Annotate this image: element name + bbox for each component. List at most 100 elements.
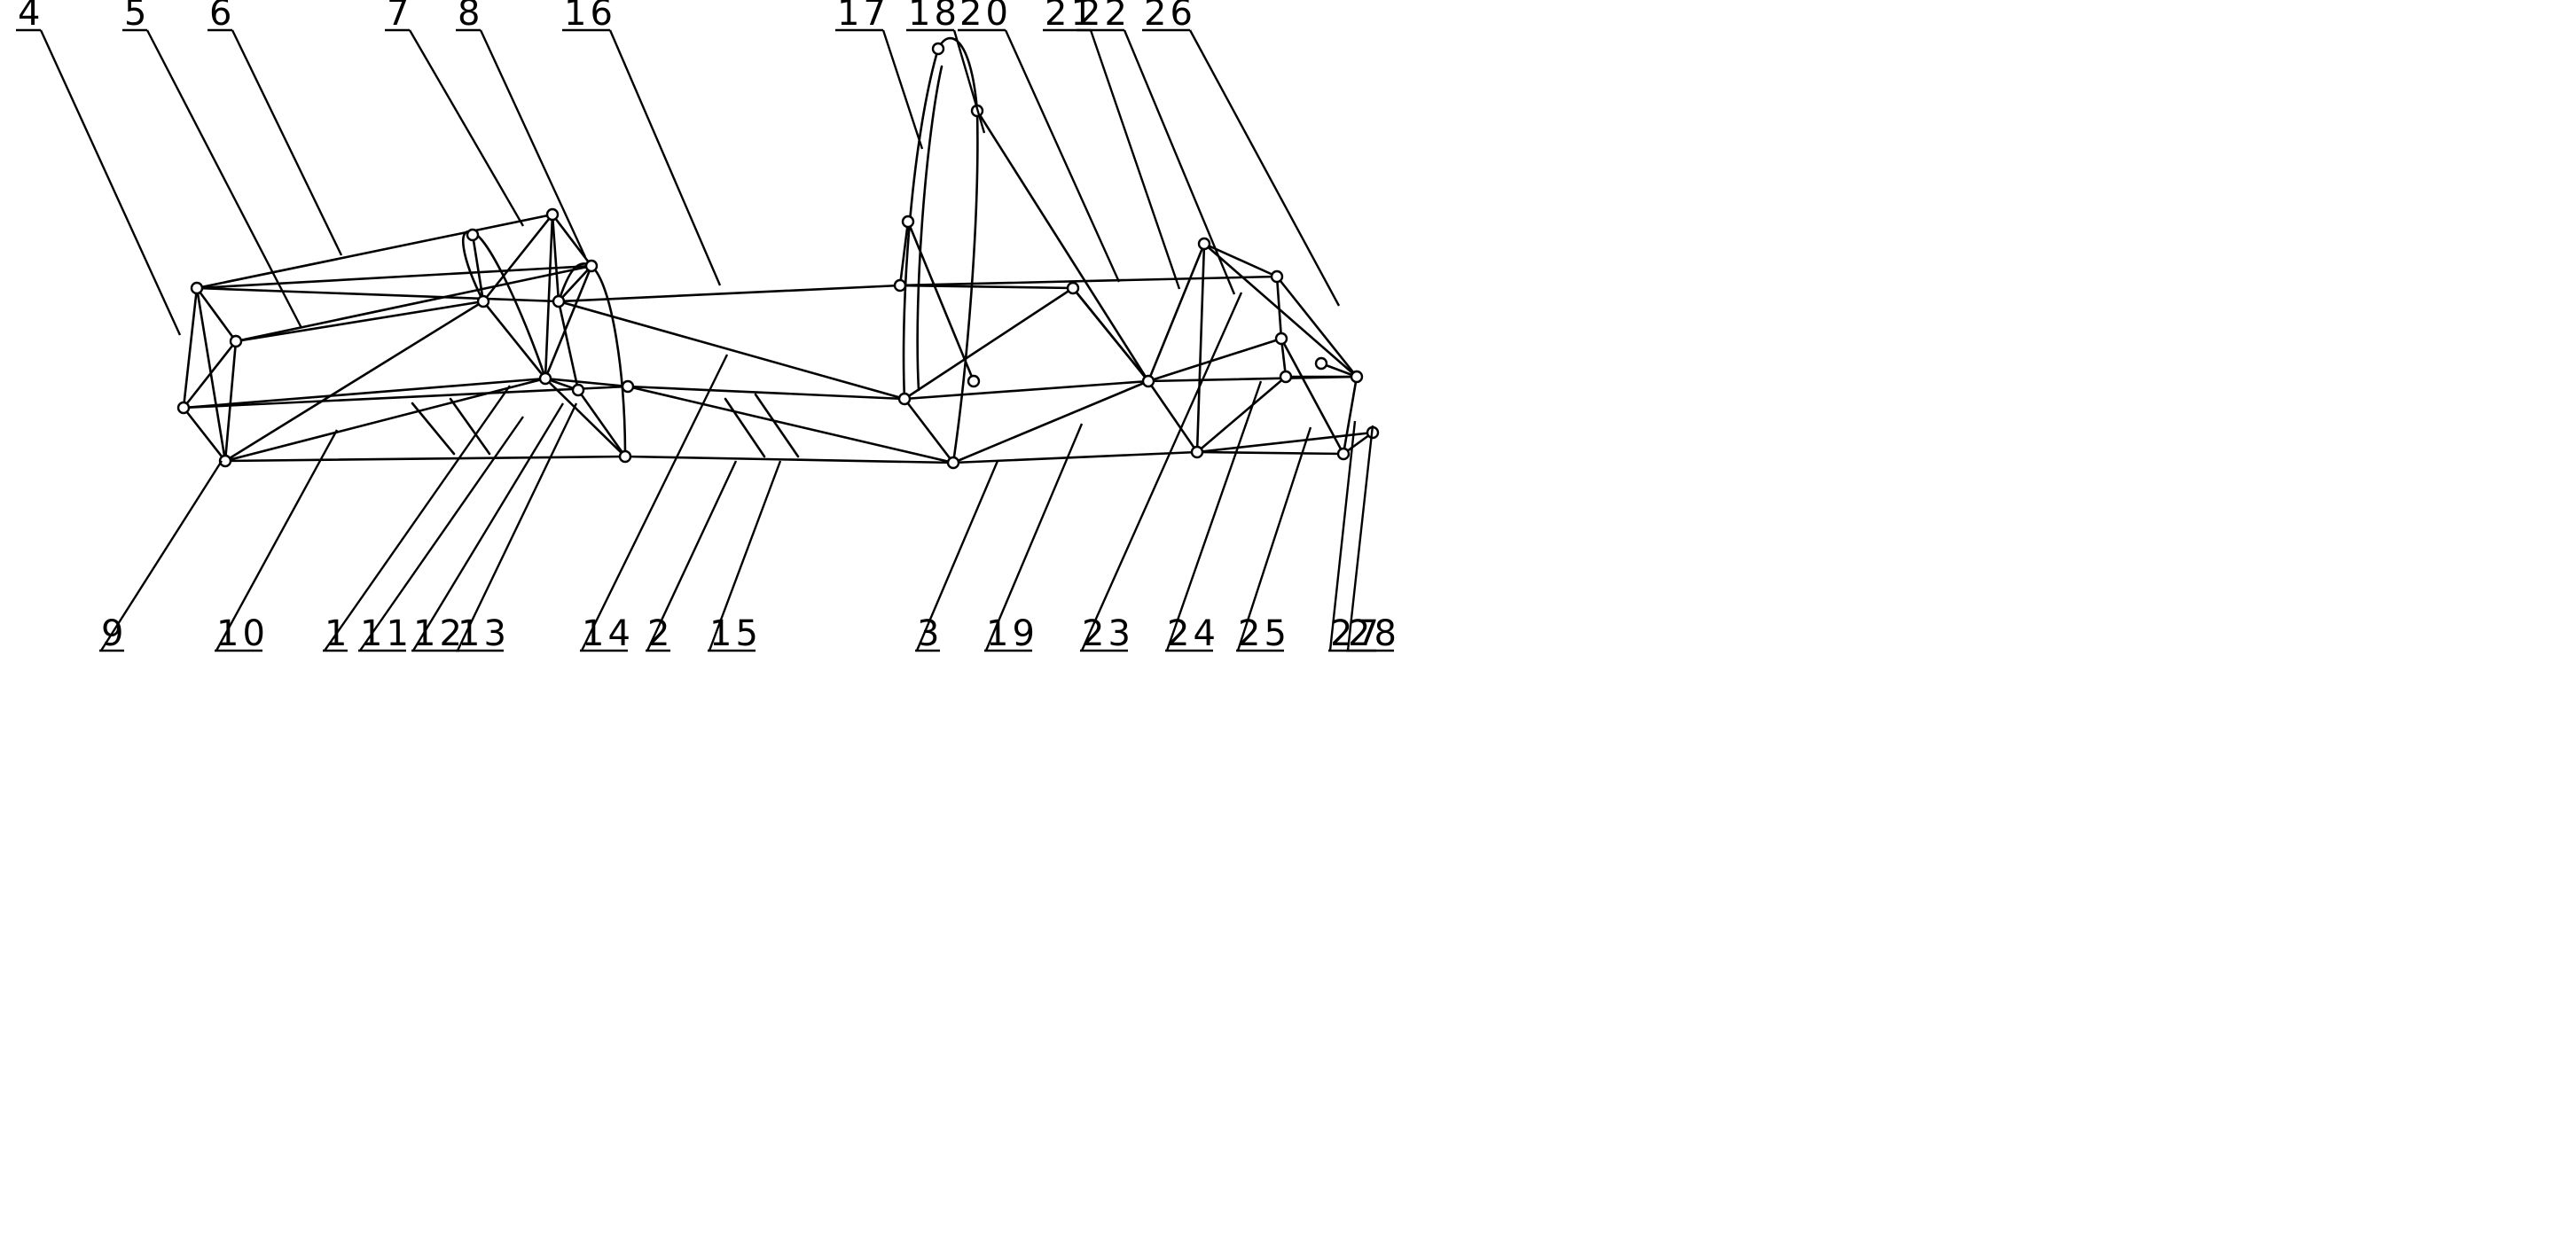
leader-line bbox=[479, 29, 587, 258]
part-number: 3 bbox=[917, 613, 943, 654]
frame-tube bbox=[1195, 431, 1374, 454]
part-number: 22 bbox=[1078, 0, 1131, 34]
leader-line bbox=[608, 29, 722, 286]
frame-joint bbox=[552, 294, 566, 308]
frame-tube bbox=[906, 220, 975, 383]
frame-tube bbox=[223, 339, 238, 463]
leader-line bbox=[1004, 29, 1121, 283]
leader-line bbox=[1236, 426, 1312, 652]
part-label-3: 3 bbox=[915, 613, 943, 654]
frame-joint bbox=[584, 259, 599, 273]
frame-tube bbox=[1195, 375, 1288, 454]
leader-line bbox=[881, 29, 924, 150]
frame-joint bbox=[218, 454, 232, 468]
frame-tube bbox=[544, 377, 627, 458]
frame-tube bbox=[234, 300, 485, 343]
frame-tube bbox=[1195, 242, 1206, 454]
frame-tube bbox=[544, 264, 593, 380]
frame-joints bbox=[176, 42, 1380, 470]
part-label-28: 28 bbox=[1346, 613, 1397, 654]
frame-tube bbox=[951, 450, 1199, 464]
frame-joint bbox=[176, 401, 191, 415]
frame-joint bbox=[1314, 356, 1328, 371]
leader-line bbox=[1089, 29, 1181, 290]
part-number: 11 bbox=[360, 613, 412, 654]
frame-joint bbox=[1197, 237, 1211, 251]
frame-joint bbox=[618, 449, 632, 464]
part-label-17: 17 bbox=[835, 0, 886, 34]
leader-line bbox=[1123, 29, 1236, 295]
part-label-18: 18 bbox=[906, 0, 960, 34]
mount-bracket bbox=[754, 393, 800, 458]
part-label-1: 1 bbox=[323, 613, 348, 654]
part-number: 5 bbox=[124, 0, 150, 34]
part-label-2: 2 bbox=[646, 613, 670, 654]
frame-tube bbox=[626, 385, 906, 401]
frame-tube bbox=[195, 286, 238, 343]
leader-line bbox=[580, 354, 729, 652]
frame-joint bbox=[1336, 447, 1351, 461]
part-label-9: 9 bbox=[99, 613, 124, 654]
part-label-22: 22 bbox=[1077, 0, 1131, 34]
part-number: 7 bbox=[387, 0, 412, 34]
frame-joint bbox=[571, 383, 585, 397]
leader-line bbox=[1328, 420, 1357, 652]
part-number: 6 bbox=[209, 0, 235, 34]
hoop-tube bbox=[916, 65, 943, 392]
frame-tube bbox=[898, 275, 1279, 287]
frame-tube bbox=[223, 300, 485, 463]
part-number: 16 bbox=[564, 0, 616, 34]
leader-line bbox=[231, 29, 343, 256]
frame-tube bbox=[195, 286, 560, 303]
frame-tube bbox=[234, 264, 593, 343]
part-label-23: 23 bbox=[1080, 613, 1131, 654]
part-number: 18 bbox=[908, 0, 960, 34]
part-number: 20 bbox=[959, 0, 1012, 34]
frame-tube bbox=[195, 213, 554, 290]
leader-line bbox=[708, 460, 782, 652]
part-number: 10 bbox=[216, 613, 269, 654]
part-number: 15 bbox=[709, 613, 762, 654]
leader-line bbox=[408, 29, 525, 227]
leader-line bbox=[1188, 29, 1341, 307]
part-label-7: 7 bbox=[385, 0, 412, 34]
frame-tube bbox=[1147, 337, 1283, 383]
leader-line bbox=[1080, 292, 1243, 652]
frame-joint bbox=[621, 379, 635, 394]
leader-line bbox=[359, 416, 524, 652]
leader-line bbox=[411, 402, 565, 652]
frame-joint bbox=[1350, 370, 1364, 384]
frame-tube bbox=[951, 379, 1150, 464]
part-number: 8 bbox=[458, 0, 483, 34]
frame-tube bbox=[557, 284, 902, 303]
frame-tube bbox=[182, 406, 227, 463]
part-label-6: 6 bbox=[207, 0, 235, 34]
frame-joint bbox=[1190, 445, 1204, 459]
frame-tube bbox=[471, 233, 485, 303]
frame-joint bbox=[1066, 281, 1080, 295]
part-label-8: 8 bbox=[456, 0, 483, 34]
part-label-14: 14 bbox=[580, 613, 630, 654]
frame-joint bbox=[893, 278, 907, 293]
part-label-16: 16 bbox=[562, 0, 616, 34]
leader-line bbox=[1165, 380, 1263, 652]
part-label-25: 25 bbox=[1236, 613, 1287, 654]
frame-joint bbox=[967, 374, 981, 388]
part-number: 12 bbox=[413, 613, 466, 654]
part-label-13: 13 bbox=[456, 613, 506, 654]
frame-tube bbox=[1195, 450, 1345, 456]
part-number: 27 bbox=[1330, 613, 1382, 654]
hoop-tube bbox=[557, 262, 627, 458]
frame-tube bbox=[223, 455, 627, 463]
part-label-5: 5 bbox=[122, 0, 150, 34]
frame-tube bbox=[903, 286, 1075, 401]
frame-joint bbox=[1279, 370, 1293, 384]
frame-tube bbox=[1147, 379, 1199, 454]
frame-joint bbox=[545, 207, 560, 222]
frame-tube bbox=[482, 300, 547, 380]
frame-tube bbox=[557, 300, 906, 401]
hoop-tube bbox=[902, 36, 979, 464]
frame-tube bbox=[557, 264, 593, 303]
